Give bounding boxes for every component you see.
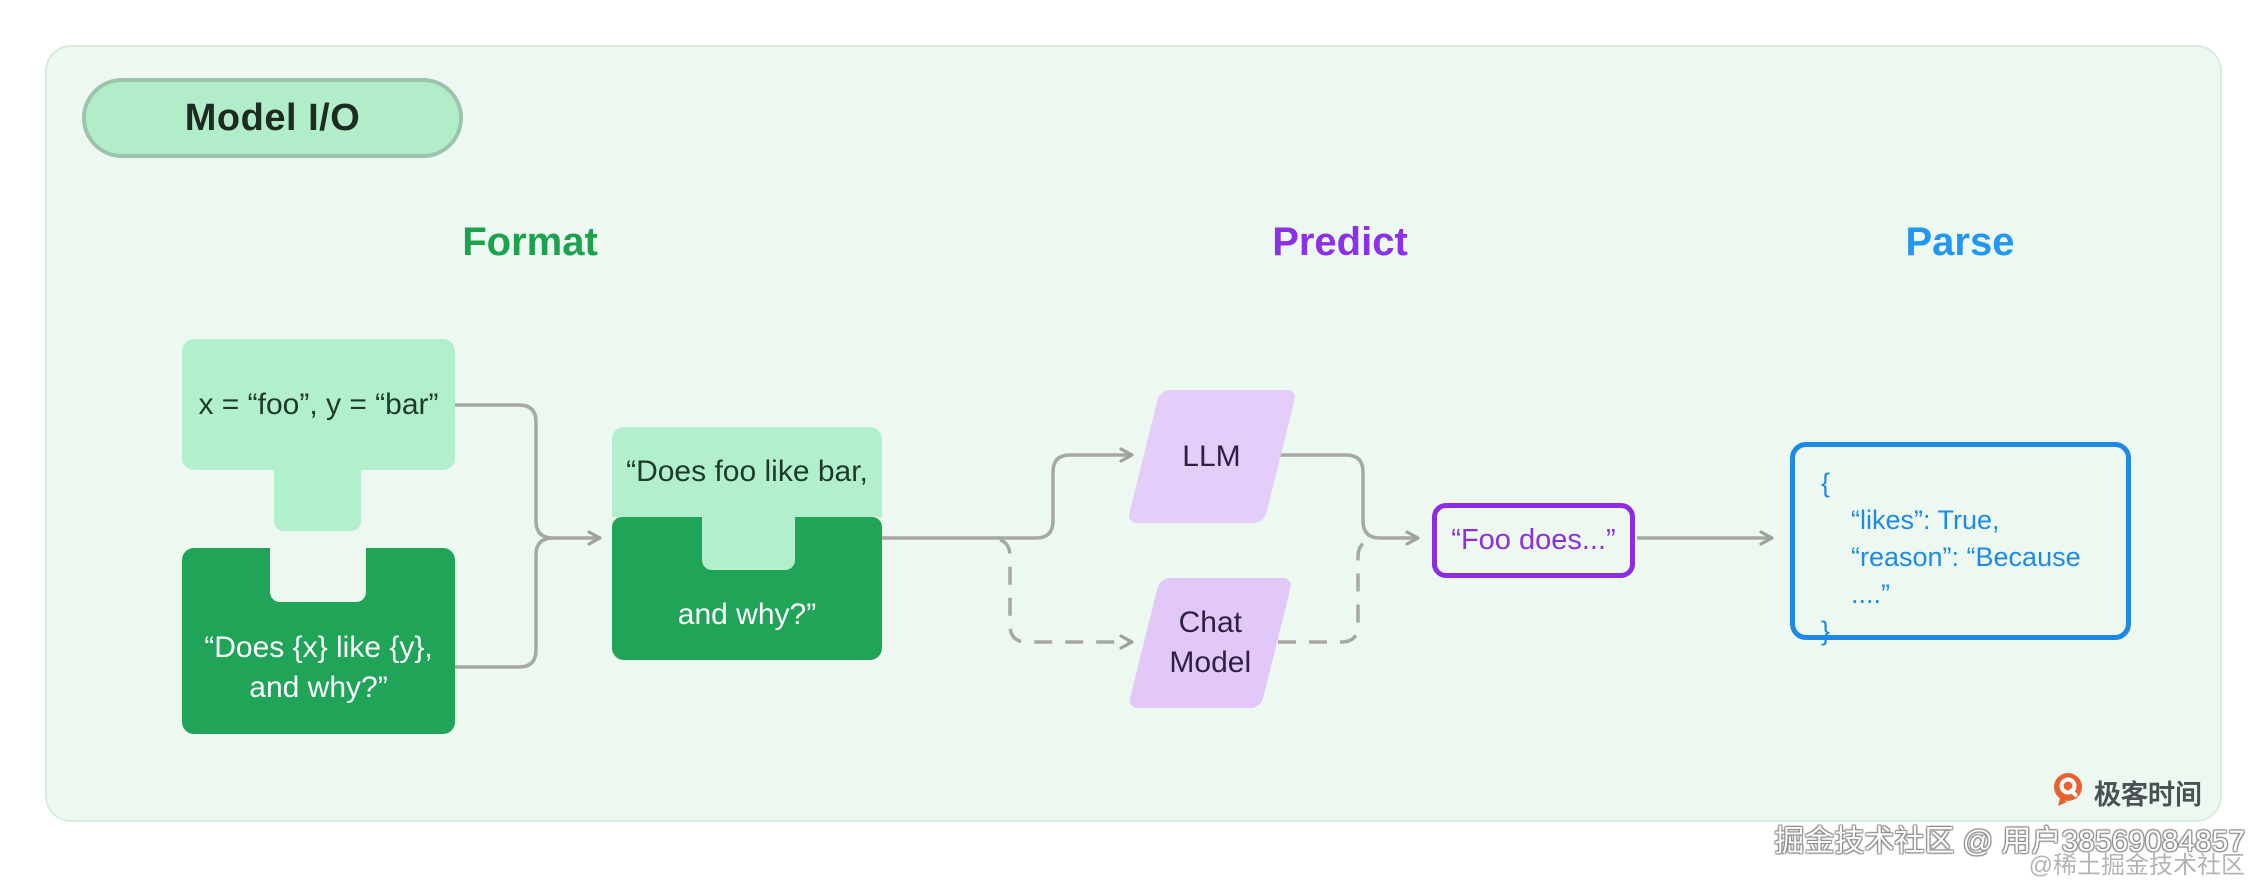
geektime-logo-icon <box>2054 773 2082 806</box>
template-label-line1: “Does {x} like {y}, <box>204 631 433 664</box>
wire-template-to-prompt <box>455 536 554 669</box>
json-line-reason: “reason”: “Because ....” <box>1851 542 2081 609</box>
watermark-secondary: @稀土掘金技术社区 <box>2028 852 2245 879</box>
prompt-template-label: “Does {x} like {y}, and why?” <box>182 602 455 734</box>
geektime-brand: 极客时间 <box>2050 771 2202 813</box>
input-values-node: x = “foo”, y = “bar” <box>182 339 455 531</box>
wire-llm-to-output <box>1280 453 1420 546</box>
wire-prompt-to-chatmodel <box>999 538 1134 650</box>
geektime-brand-label: 极客时间 <box>2094 779 2202 810</box>
json-line-close: } <box>1821 616 1831 646</box>
parsed-json-node: { “likes”: True, “reason”: “Because ....… <box>1790 442 2131 646</box>
model-output-node: “Foo does...” <box>1432 503 1635 578</box>
wire-prompt-to-llm <box>882 447 1134 540</box>
watermark-primary: 掘金技术社区 @ 用户38569084857 <box>1774 825 2245 858</box>
formatted-prompt-bottom: and why?” <box>612 517 882 660</box>
formatted-prompt-top: “Does foo like bar, <box>612 427 882 517</box>
prompt-template-node: “Does {x} like {y}, and why?” <box>182 548 455 734</box>
llm-label: LLM <box>1182 439 1242 473</box>
section-header-parse: Parse <box>1905 220 2015 264</box>
json-line-open: { <box>1821 468 1831 498</box>
template-label-line2: and why?” <box>249 671 388 704</box>
wire-chatmodel-to-output <box>1278 538 1375 644</box>
model-io-badge: Model I/O <box>82 78 463 158</box>
formatted-prompt-tab <box>702 517 795 570</box>
template-node-notch <box>270 548 366 602</box>
wire-values-to-prompt <box>455 403 602 546</box>
section-header-predict: Predict <box>1272 220 1408 264</box>
chat-model-label: Chat Model <box>1169 606 1252 679</box>
input-values-label: x = “foo”, y = “bar” <box>198 387 439 421</box>
values-node-tab <box>274 459 361 531</box>
formatted-prompt-bottom-label: and why?” <box>677 598 817 631</box>
json-line-likes: “likes”: True, <box>1851 505 2000 535</box>
section-header-format: Format <box>462 220 598 264</box>
